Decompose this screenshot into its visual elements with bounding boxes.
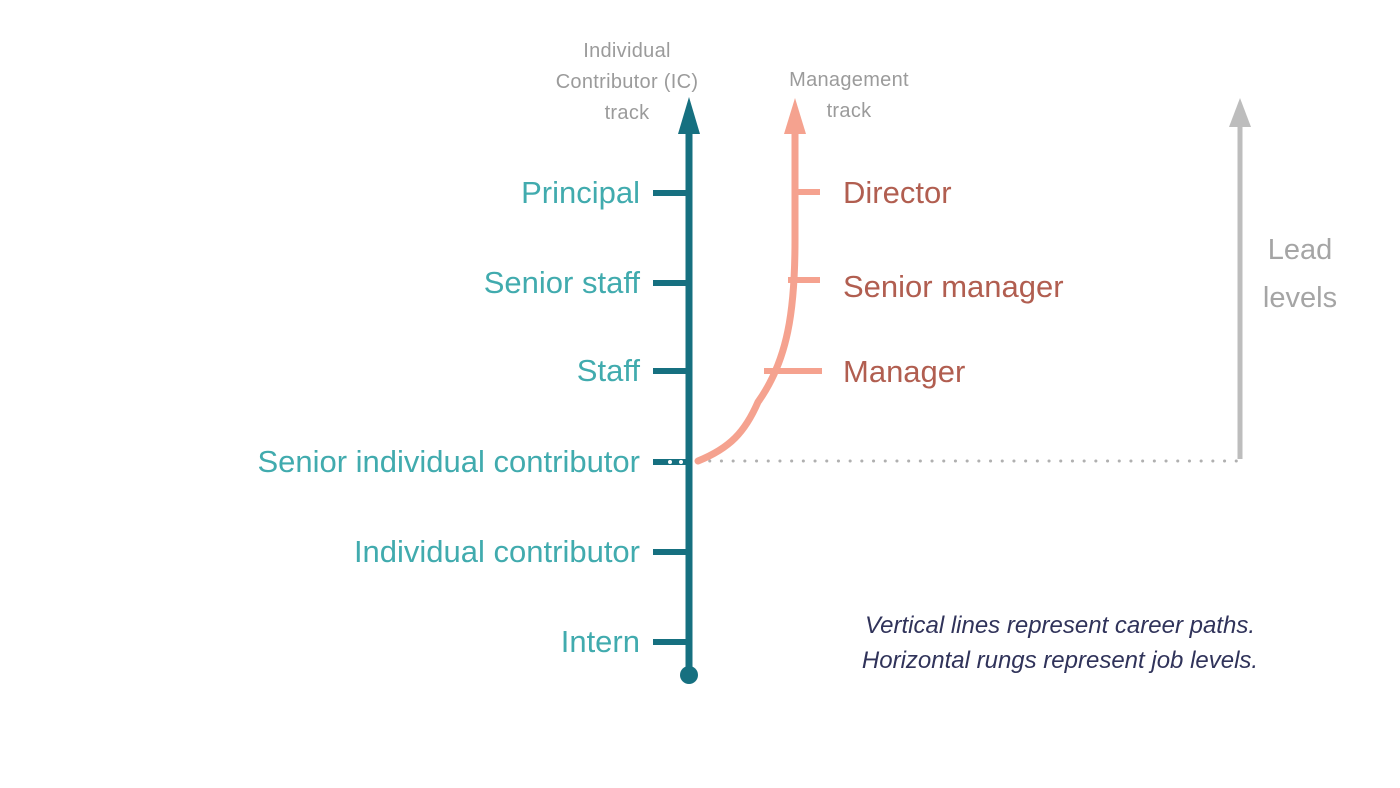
mgmt-level-director: Director [843, 175, 952, 210]
ic-track-arrowhead-icon [678, 97, 700, 134]
management-track-title: Management track [789, 69, 909, 122]
ic-level-staff: Staff [576, 353, 640, 388]
management-track-arrowhead-icon [784, 98, 806, 134]
ic-level-principal: Principal [521, 175, 640, 210]
ic-level-individual-contributor: Individual contributor [353, 534, 640, 569]
ic-level-senior-individual-contributor: Senior individual contributor [257, 444, 640, 479]
ic-track-origin-dot [680, 666, 698, 684]
mgmt-level-manager: Manager [843, 354, 966, 389]
dotted-overlay-dot [668, 460, 672, 464]
ic-level-senior-staff: Senior staff [483, 265, 640, 300]
lead-levels-arrow [1229, 98, 1251, 459]
ic-track-line [653, 97, 700, 684]
ic-level-intern: Intern [560, 624, 640, 659]
ic-track-title: Individual Contributor (IC) track [555, 40, 699, 124]
lead-levels-title: Lead levels [1262, 234, 1338, 314]
diagram-footnote: Vertical lines represent career paths. H… [861, 612, 1259, 674]
mgmt-level-senior-manager: Senior manager [843, 269, 1064, 304]
lead-levels-arrowhead-icon [1229, 98, 1251, 127]
management-track-curve [694, 124, 799, 465]
dotted-overlay-dot [679, 460, 683, 464]
management-track-line [694, 98, 822, 465]
